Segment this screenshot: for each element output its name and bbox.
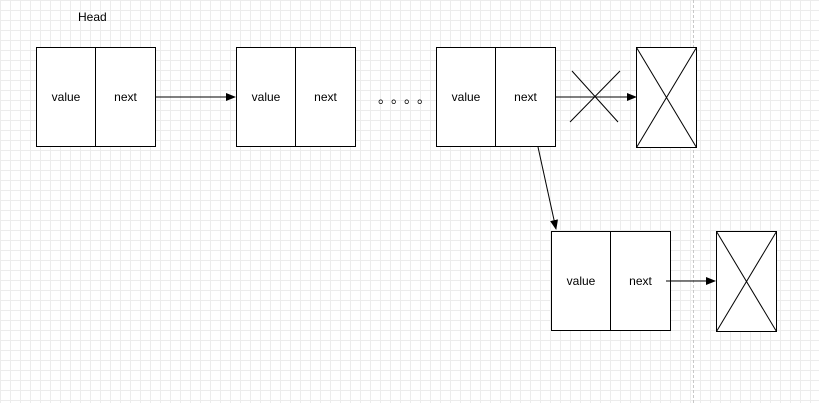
node-second[interactable]: value next xyxy=(236,47,356,147)
node-last[interactable]: value next xyxy=(436,47,556,147)
null-box-top xyxy=(636,47,697,148)
node-second-value-cell: value xyxy=(237,48,297,146)
node-new[interactable]: value next xyxy=(551,231,671,331)
node-second-next-cell: next xyxy=(314,90,337,104)
node-head-value-cell: value xyxy=(37,48,97,146)
ellipsis: 。。。。 xyxy=(378,90,437,106)
node-new-next-cell: next xyxy=(629,274,652,288)
null-box-bottom xyxy=(716,231,777,332)
removed-link-cross-icon xyxy=(569,70,621,123)
node-new-value-cell: value xyxy=(552,232,612,330)
node-last-value-cell: value xyxy=(437,48,497,146)
arrow-last-to-new xyxy=(537,146,558,230)
node-head[interactable]: value next xyxy=(36,47,156,147)
head-label: Head xyxy=(78,10,107,24)
page-boundary-line xyxy=(693,0,694,403)
node-last-next-cell: next xyxy=(514,90,537,104)
node-head-next-cell: next xyxy=(114,90,137,104)
